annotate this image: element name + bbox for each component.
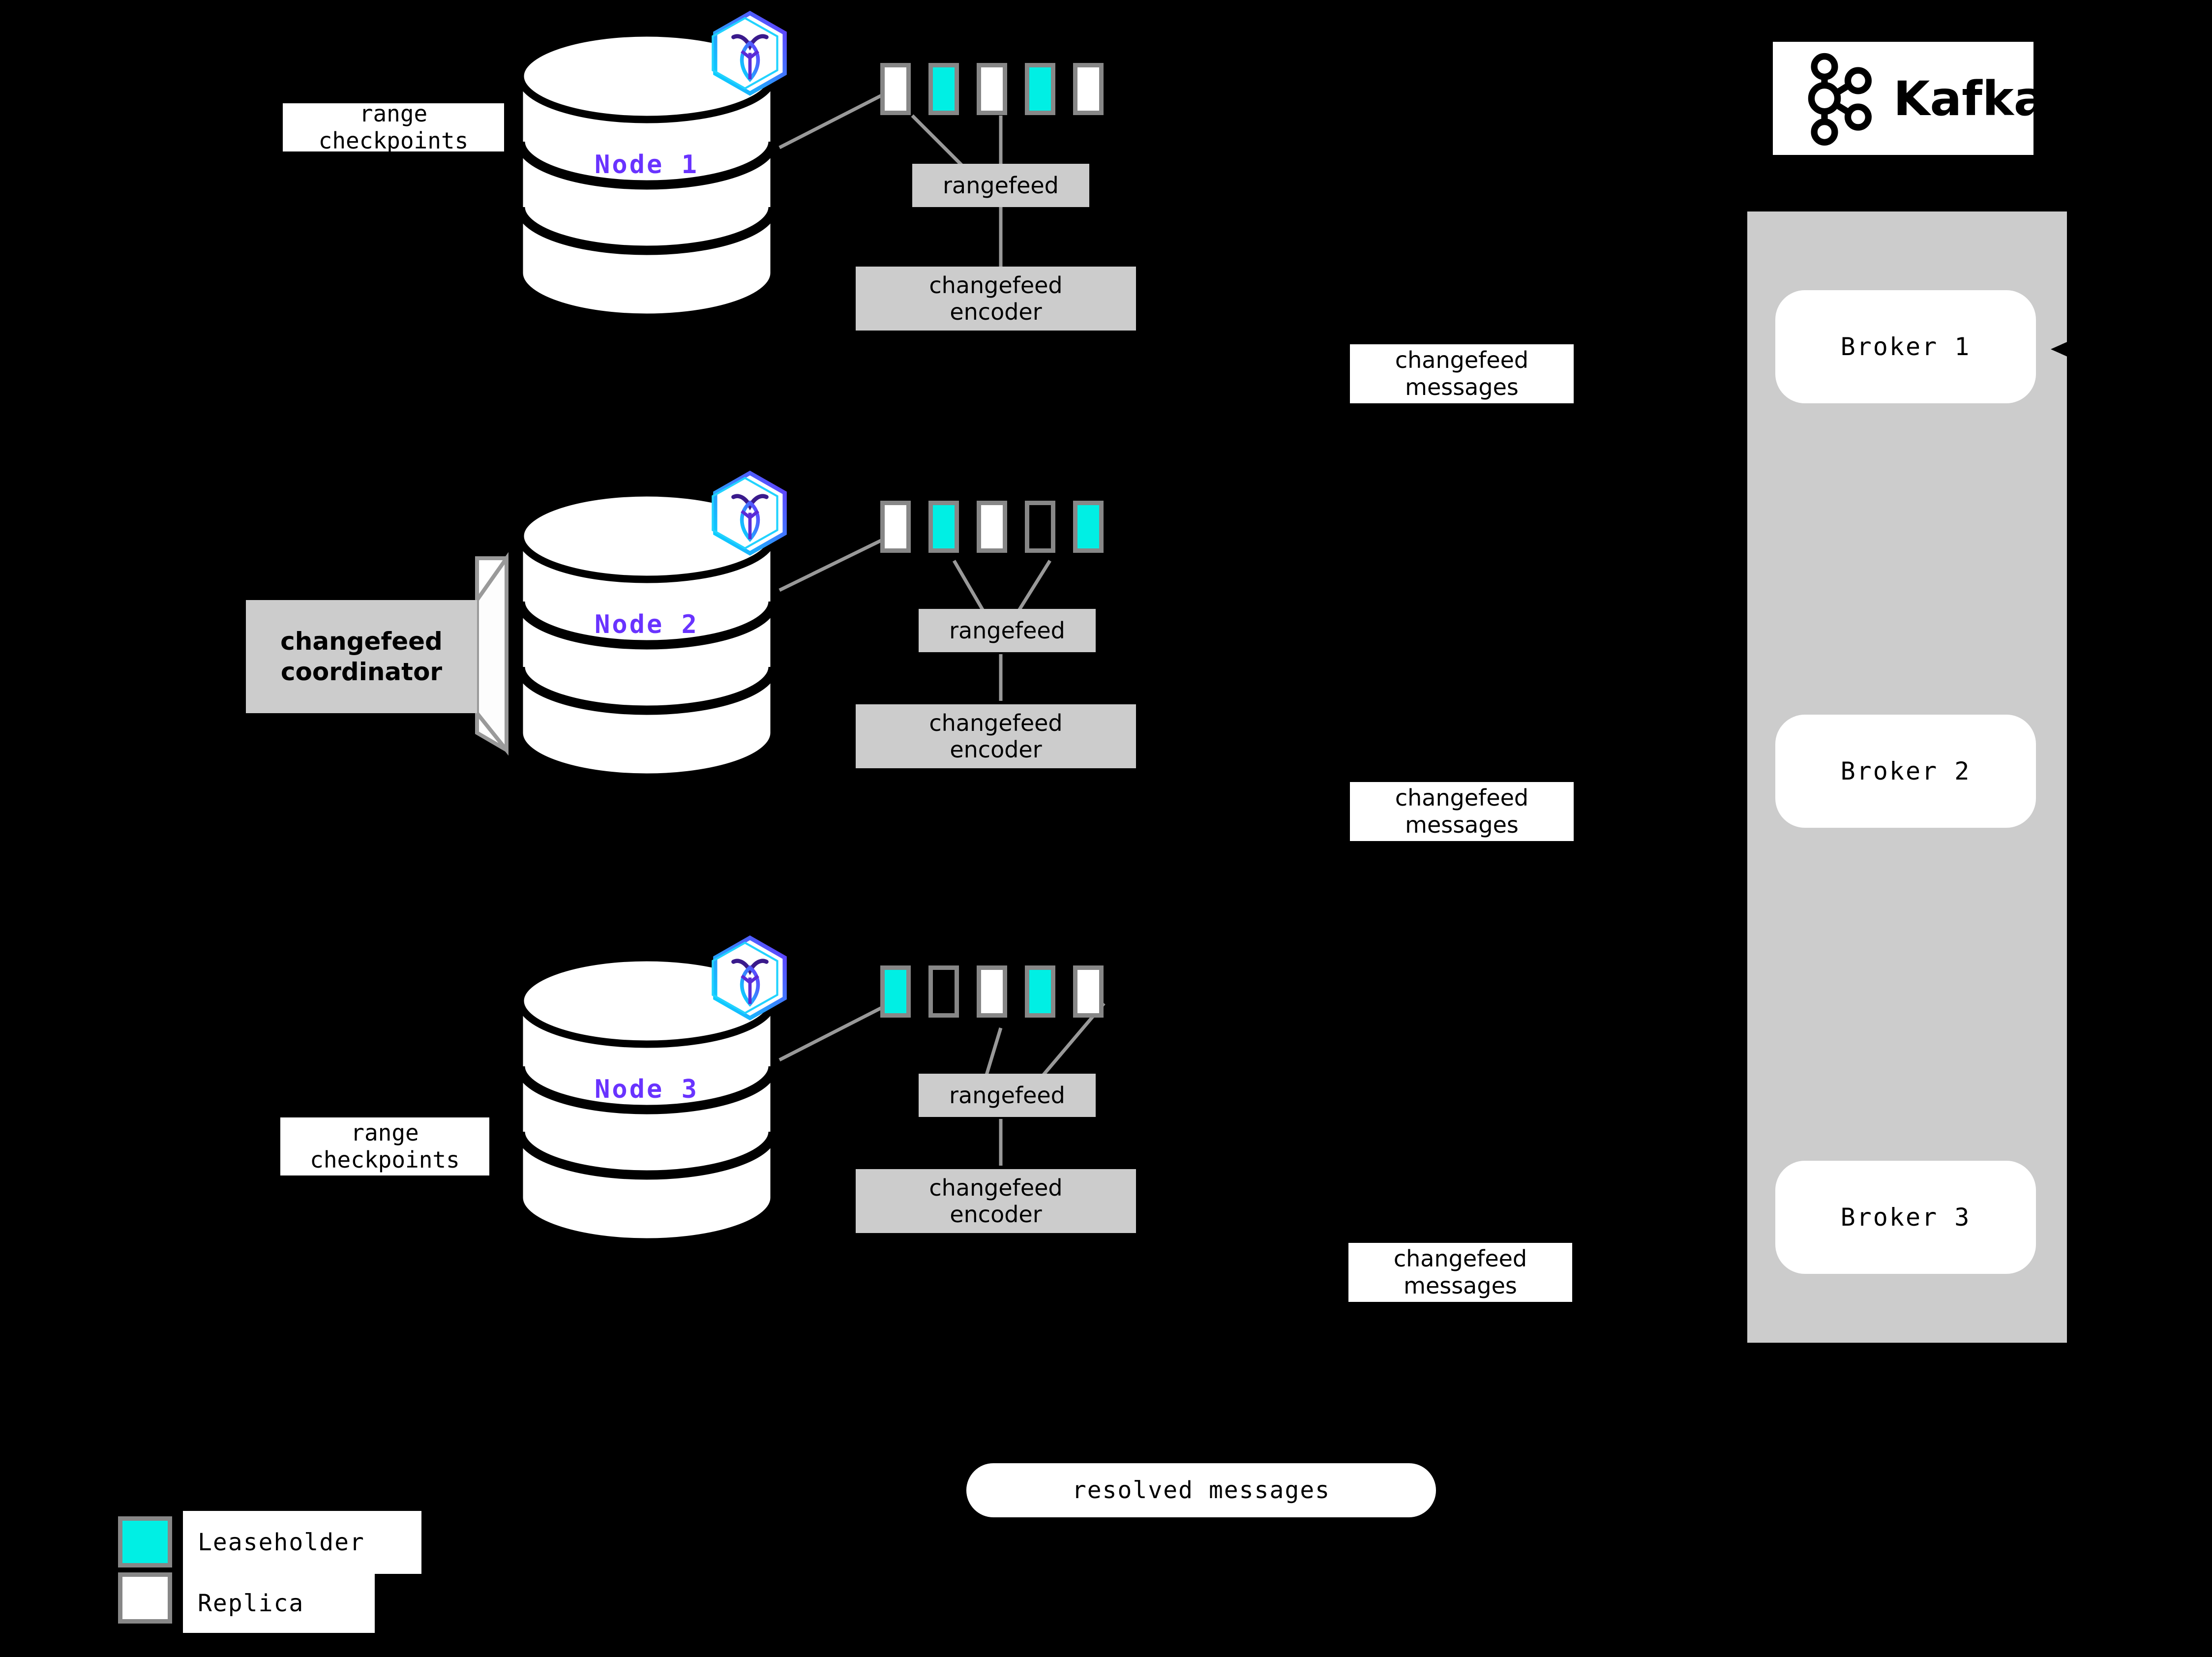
node-1-range-checkpoints-label: range checkpoints (283, 103, 504, 151)
node-3-range-checkpoints-label: range checkpoints (280, 1117, 489, 1175)
cockroachdb-hexagon-icon (708, 470, 792, 561)
node-3-cylinder: Node 3 (516, 952, 777, 1247)
label-line-1: changefeed (1395, 346, 1529, 373)
kafka-broker-2[interactable]: Broker 2 (1775, 715, 2036, 828)
node-3-changefeed-encoder-box[interactable]: changefeed encoder (856, 1169, 1136, 1233)
resolved-messages-pill[interactable]: resolved messages (966, 1463, 1436, 1517)
node-2-changefeed-encoder-box[interactable]: changefeed encoder (856, 704, 1136, 768)
label-line-1: range (359, 103, 428, 127)
encoder-line-2: encoder (950, 736, 1042, 763)
encoder-line-1: changefeed (929, 1174, 1063, 1201)
label-line-1: changefeed (1393, 1245, 1527, 1272)
node-3-label: Node 3 (595, 1075, 699, 1104)
label-line-2: checkpoints (310, 1146, 460, 1173)
encoder-line-2: encoder (950, 299, 1042, 325)
node-1-cylinder: Node 1 (516, 27, 777, 322)
range-box-leaseholder[interactable] (1025, 63, 1055, 115)
kafka-broker-3[interactable]: Broker 3 (1775, 1161, 2036, 1274)
encoder-line-1: changefeed (929, 709, 1063, 736)
changefeed-messages-label-2: changefeed messages (1350, 782, 1574, 841)
encoder-line-1: changefeed (929, 271, 1063, 299)
range-box-empty[interactable] (928, 965, 959, 1018)
kafka-logo-panel: Kafka (1773, 42, 2046, 155)
kafka-brand-text: Kafka (1893, 71, 2046, 126)
label-line-2: messages (1404, 1272, 1517, 1299)
range-box-empty[interactable] (1025, 501, 1055, 553)
node-2-cylinder: Node 2 (516, 487, 777, 782)
node-2-label: Node 2 (595, 610, 699, 639)
range-box-leaseholder[interactable] (1025, 965, 1055, 1018)
node-2-rangefeed-box[interactable]: rangefeed (919, 609, 1096, 652)
range-box-replica[interactable] (977, 965, 1007, 1018)
legend-swatch-leaseholder (118, 1516, 172, 1567)
label-line-1: range (351, 1119, 419, 1146)
range-box-leaseholder[interactable] (928, 63, 959, 115)
changefeed-messages-label-3: changefeed messages (1348, 1243, 1572, 1302)
coordinator-line-1: changefeed (280, 627, 443, 656)
coordinator-line-2: coordinator (280, 658, 443, 686)
cockroachdb-hexagon-icon (708, 934, 792, 1025)
range-box-leaseholder[interactable] (928, 501, 959, 553)
encoder-line-2: encoder (950, 1201, 1042, 1228)
label-line-1: changefeed (1395, 784, 1529, 811)
label-line-2: messages (1405, 812, 1519, 838)
changefeed-messages-label-1: changefeed messages (1350, 344, 1574, 403)
range-box-replica[interactable] (880, 501, 911, 553)
legend-swatch-replica (118, 1572, 172, 1624)
node-3-rangefeed-box[interactable]: rangefeed (919, 1074, 1096, 1117)
range-box-leaseholder[interactable] (880, 965, 911, 1018)
node-3-ranges (880, 965, 1104, 1018)
node-1-label: Node 1 (595, 150, 699, 180)
range-box-replica[interactable] (880, 63, 911, 115)
cockroachdb-hexagon-icon (708, 10, 792, 101)
range-box-replica[interactable] (977, 501, 1007, 553)
changefeed-coordinator-group: changefeed coordinator (246, 551, 541, 757)
node-1-ranges (880, 63, 1104, 115)
label-line-2: checkpoints (318, 127, 469, 151)
range-box-replica[interactable] (1073, 63, 1104, 115)
range-box-leaseholder[interactable] (1073, 501, 1104, 553)
node-1-rangefeed-box[interactable]: rangefeed (912, 164, 1089, 207)
legend-label-replica: Replica (183, 1574, 375, 1633)
label-line-2: messages (1405, 374, 1519, 400)
range-box-replica[interactable] (977, 63, 1007, 115)
range-box-replica[interactable] (1073, 965, 1104, 1018)
changefeed-coordinator-box[interactable]: changefeed coordinator (246, 600, 477, 713)
kafka-broker-1[interactable]: Broker 1 (1775, 290, 2036, 403)
node-2-ranges (880, 501, 1104, 553)
node-1-changefeed-encoder-box[interactable]: changefeed encoder (856, 267, 1136, 331)
legend-label-leaseholder: Leaseholder (183, 1511, 421, 1574)
